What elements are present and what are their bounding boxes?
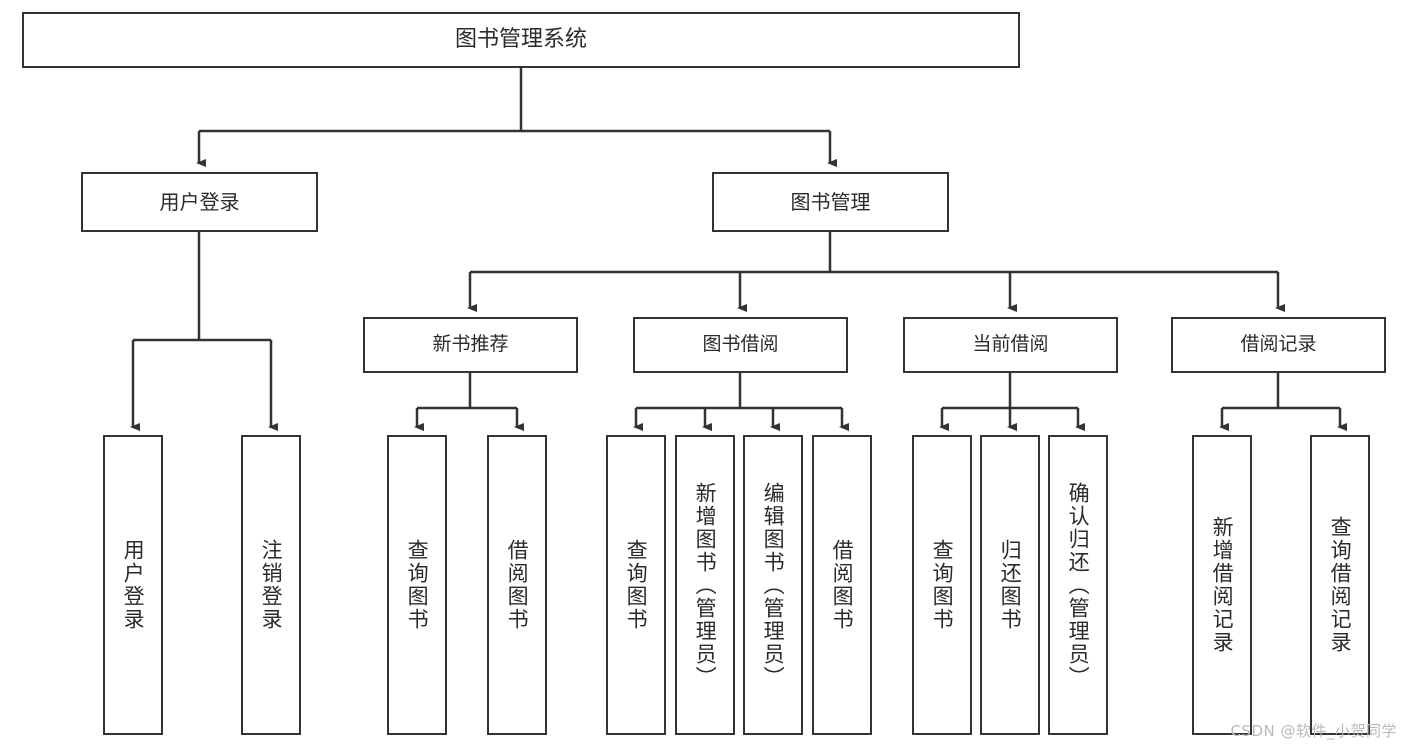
node-label: 编辑图书（管理员）	[761, 481, 786, 689]
leaf-query-book-recommend[interactable]: 查询图书	[387, 435, 447, 735]
leaf-query-book-current[interactable]: 查询图书	[912, 435, 972, 735]
node-label: 注销登录	[259, 539, 284, 631]
leaf-user-logout[interactable]: 注销登录	[241, 435, 301, 735]
node-book-borrow[interactable]: 图书借阅	[633, 317, 848, 373]
node-label: 图书管理	[790, 189, 871, 214]
node-borrow-record[interactable]: 借阅记录	[1171, 317, 1386, 373]
leaf-add-book-admin[interactable]: 新增图书（管理员）	[675, 435, 735, 735]
node-label: 新增图书（管理员）	[693, 481, 718, 689]
node-label: 新增借阅记录	[1210, 516, 1235, 654]
node-new-book-recommend[interactable]: 新书推荐	[363, 317, 578, 373]
leaf-confirm-return-admin[interactable]: 确认归还（管理员）	[1048, 435, 1108, 735]
node-label: 用户登录	[159, 189, 240, 214]
leaf-borrow-book-recommend[interactable]: 借阅图书	[487, 435, 547, 735]
node-label: 查询图书	[624, 539, 649, 631]
node-label: 图书借阅	[702, 333, 779, 356]
leaf-query-borrow-record[interactable]: 查询借阅记录	[1310, 435, 1370, 735]
node-label: 当前借阅	[972, 333, 1049, 356]
leaf-borrow-book[interactable]: 借阅图书	[812, 435, 872, 735]
leaf-query-book-borrow[interactable]: 查询图书	[606, 435, 666, 735]
node-label: 借阅记录	[1240, 333, 1317, 356]
leaf-return-book[interactable]: 归还图书	[980, 435, 1040, 735]
node-user-login[interactable]: 用户登录	[81, 172, 318, 232]
node-label: 新书推荐	[432, 333, 509, 356]
node-label: 确认归还（管理员）	[1066, 481, 1091, 689]
node-label: 查询图书	[930, 539, 955, 631]
node-current-borrow[interactable]: 当前借阅	[903, 317, 1118, 373]
node-label: 借阅图书	[505, 539, 530, 631]
node-root-book-management-system[interactable]: 图书管理系统	[22, 12, 1020, 68]
node-label: 借阅图书	[830, 539, 855, 631]
leaf-add-borrow-record[interactable]: 新增借阅记录	[1192, 435, 1252, 735]
node-label: 用户登录	[121, 539, 146, 631]
node-label: 图书管理系统	[454, 27, 587, 53]
node-book-management[interactable]: 图书管理	[712, 172, 949, 232]
leaf-edit-book-admin[interactable]: 编辑图书（管理员）	[743, 435, 803, 735]
node-label: 查询图书	[405, 539, 430, 631]
node-label: 查询借阅记录	[1328, 516, 1353, 654]
node-label: 归还图书	[998, 539, 1023, 631]
leaf-user-login[interactable]: 用户登录	[103, 435, 163, 735]
